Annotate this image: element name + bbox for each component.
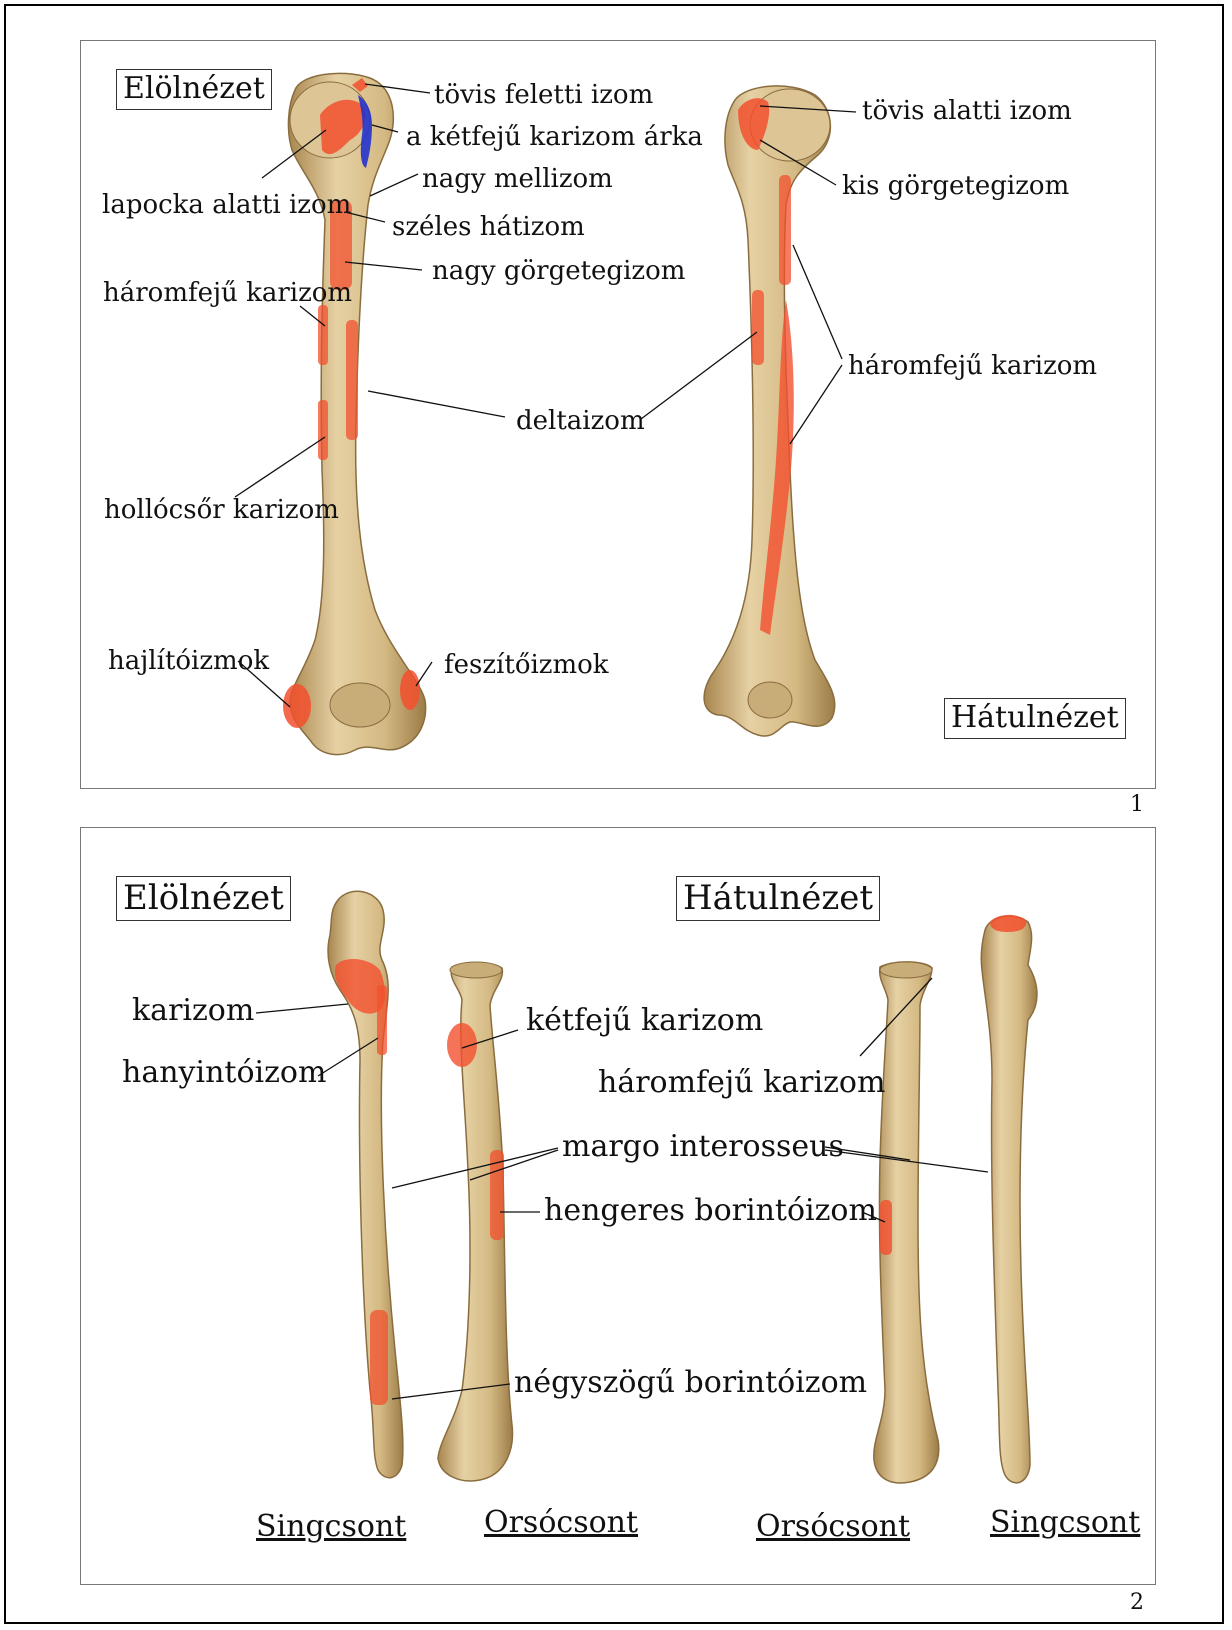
label-szeles-hatizom: széles hátizom — [392, 214, 585, 240]
label-ketfeju: kétfejű karizom — [526, 1006, 763, 1036]
label-nagy-mellizom: nagy mellizom — [422, 166, 613, 192]
label-hollocsor: hollócsőr karizom — [104, 497, 339, 523]
bone-name-radius-front: Orsócsont — [484, 1508, 638, 1538]
radius-back — [874, 962, 939, 1483]
ulna-back — [981, 915, 1037, 1483]
label-negyszogu: négyszögű borintóizom — [514, 1368, 867, 1398]
label-haromfeju-back: háromfejű karizom — [848, 353, 1097, 379]
bone-name-ulna-back: Singcsont — [990, 1508, 1140, 1538]
ulna-front — [328, 891, 403, 1478]
label-nagy-gorgeteg: nagy görgetegizom — [432, 258, 685, 284]
view-label-front: Elölnézet — [116, 69, 272, 110]
page-number-2: 2 — [1130, 1590, 1144, 1615]
label-deltaizom: deltaizom — [516, 408, 645, 434]
label-hajlitoizmok: hajlítóizmok — [108, 648, 269, 674]
label-hanyintoizom: hanyintóizom — [122, 1058, 326, 1088]
label-feszitoizmok: feszítőizmok — [444, 652, 609, 678]
label-karizom: karizom — [132, 996, 254, 1026]
radius-front — [438, 962, 513, 1481]
bone-name-ulna-front: Singcsont — [256, 1512, 406, 1542]
view-label-back-2: Hátulnézet — [676, 876, 880, 921]
label-kis-gorgeteg: kis görgetegizom — [842, 173, 1069, 199]
label-tovis-alatti: tövis alatti izom — [862, 98, 1072, 124]
view-label-front-2: Elölnézet — [116, 876, 291, 921]
label-margo-interosseus: margo interosseus — [562, 1132, 844, 1162]
label-tovis-feletti: tövis feletti izom — [434, 82, 653, 108]
label-lapocka-alatti: lapocka alatti izom — [102, 192, 351, 218]
humerus-back — [704, 86, 835, 736]
humerus-front — [283, 73, 426, 754]
label-hengeres: hengeres borintóizom — [544, 1196, 877, 1226]
label-ketfeju-arka: a kétfejű karizom árka — [406, 124, 703, 150]
label-haromfeju: háromfejű karizom — [598, 1068, 885, 1098]
view-label-back: Hátulnézet — [944, 698, 1126, 739]
page-number-1: 1 — [1130, 792, 1144, 817]
bone-name-radius-back: Orsócsont — [756, 1512, 910, 1542]
label-haromfeju-front: háromfejű karizom — [103, 280, 352, 306]
